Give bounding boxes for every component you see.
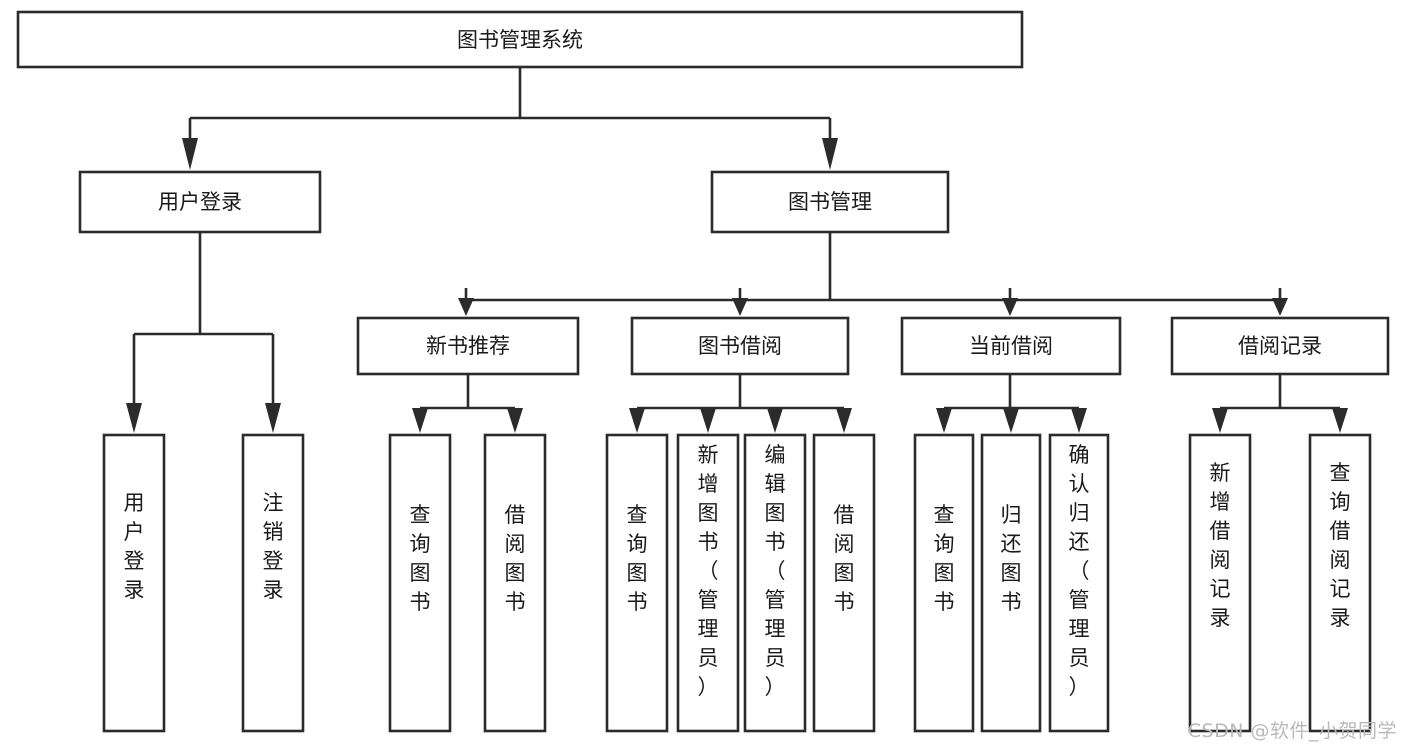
arrow-head-leaf-user-login — [126, 403, 142, 433]
node-leaf-add-book-label: 新增图书（管理员） — [698, 443, 719, 699]
node-leaf-user-login-label: 用户登录 — [124, 491, 145, 602]
node-leaf-confirm-return[interactable]: 确认归还（管理员） — [1048, 433, 1110, 733]
node-leaf-borrow-book-1[interactable]: 借阅图书 — [483, 433, 547, 733]
node-borrow-record-box[interactable] — [1170, 316, 1390, 376]
node-leaf-borrow-book-2[interactable]: 借阅图书 — [812, 433, 876, 733]
arrow-head-borrow-record — [1272, 298, 1288, 316]
arrow-head-user-login — [182, 138, 198, 170]
node-current-borrow-box[interactable] — [900, 316, 1122, 376]
connectors-layer — [126, 67, 1348, 433]
node-leaf-edit-book[interactable]: 编辑图书（管理员） — [743, 433, 807, 733]
node-new-book-recommend-box[interactable] — [356, 316, 580, 376]
arrow-head-leaf-return-book — [1003, 408, 1019, 433]
node-leaf-add-record[interactable]: 新增借阅记录 — [1188, 433, 1252, 733]
node-book-manage-box[interactable] — [710, 170, 950, 234]
node-leaf-user-logout-box[interactable] — [241, 433, 305, 733]
node-borrow-record-label: 借阅记录 — [1238, 334, 1322, 358]
node-leaf-user-login[interactable]: 用户登录 — [102, 433, 166, 733]
node-leaf-user-logout-label: 注销登录 — [263, 491, 284, 602]
node-leaf-borrow-book-1-box[interactable] — [483, 433, 547, 733]
arrow-head-book-borrow — [732, 298, 748, 316]
node-leaf-add-record-label: 新增借阅记录 — [1210, 461, 1231, 630]
node-leaf-add-book[interactable]: 新增图书（管理员） — [676, 433, 740, 733]
node-leaf-query-record-box[interactable] — [1308, 433, 1372, 733]
node-leaf-edit-book-box[interactable] — [743, 433, 807, 733]
node-leaf-query-book-2-box[interactable] — [605, 433, 669, 733]
node-leaf-return-book[interactable]: 归还图书 — [980, 433, 1042, 733]
node-leaf-query-book-3-box[interactable] — [913, 433, 975, 733]
arrow-head-leaf-borrow-book-2 — [836, 408, 852, 433]
node-book-manage-label: 图书管理 — [788, 190, 872, 214]
node-new-book-recommend[interactable]: 新书推荐 — [356, 316, 580, 376]
node-root-box[interactable] — [16, 10, 1024, 69]
node-current-borrow[interactable]: 当前借阅 — [900, 316, 1122, 376]
node-leaf-confirm-return-box[interactable] — [1048, 433, 1110, 733]
arrow-head-leaf-edit-book — [767, 408, 783, 433]
node-leaf-return-book-box[interactable] — [980, 433, 1042, 733]
node-leaf-borrow-book-2-label: 借阅图书 — [834, 503, 855, 614]
node-leaf-user-logout[interactable]: 注销登录 — [241, 433, 305, 733]
arrow-head-leaf-query-record — [1332, 408, 1348, 433]
node-leaf-query-book-3[interactable]: 查询图书 — [913, 433, 975, 733]
node-book-borrow[interactable]: 图书借阅 — [630, 316, 850, 376]
node-root[interactable]: 图书管理系统 — [16, 10, 1024, 69]
node-leaf-query-book-2[interactable]: 查询图书 — [605, 433, 669, 733]
node-leaf-query-book-1[interactable]: 查询图书 — [388, 433, 452, 733]
node-leaf-query-record-label: 查询借阅记录 — [1330, 461, 1351, 630]
arrow-head-book-manage — [822, 138, 838, 170]
node-leaf-edit-book-label: 编辑图书（管理员） — [765, 443, 786, 699]
arrow-head-leaf-confirm-return — [1071, 408, 1087, 433]
node-user-login-label: 用户登录 — [158, 190, 242, 214]
arrow-head-current-borrow — [1002, 298, 1018, 316]
arrow-head-leaf-query-book-2 — [629, 408, 645, 433]
node-leaf-borrow-book-1-label: 借阅图书 — [505, 503, 526, 614]
node-leaf-confirm-return-label: 确认归还（管理员） — [1069, 443, 1090, 699]
arrow-head-leaf-query-book-3 — [936, 408, 952, 433]
node-leaf-borrow-book-2-box[interactable] — [812, 433, 876, 733]
node-book-manage[interactable]: 图书管理 — [710, 170, 950, 234]
node-leaf-query-record[interactable]: 查询借阅记录 — [1308, 433, 1372, 733]
node-current-borrow-label: 当前借阅 — [969, 334, 1053, 358]
arrow-head-leaf-borrow-book-1 — [507, 408, 523, 433]
node-new-book-recommend-label: 新书推荐 — [426, 334, 510, 358]
node-leaf-query-book-2-label: 查询图书 — [627, 503, 648, 614]
node-borrow-record[interactable]: 借阅记录 — [1170, 316, 1390, 376]
node-leaf-query-book-1-label: 查询图书 — [410, 503, 431, 614]
node-leaf-return-book-label: 归还图书 — [1001, 503, 1022, 614]
node-user-login-box[interactable] — [78, 170, 322, 234]
csdn-watermark: CSDN @软件_小贺同学 — [1187, 720, 1397, 742]
arrow-head-leaf-add-book — [700, 408, 716, 433]
arrow-head-leaf-add-record — [1212, 408, 1228, 433]
node-root-label: 图书管理系统 — [457, 28, 583, 52]
node-book-borrow-label: 图书借阅 — [698, 334, 782, 358]
arrow-head-new-book-recommend — [458, 298, 474, 316]
node-leaf-add-book-box[interactable] — [676, 433, 740, 733]
node-leaf-query-book-1-box[interactable] — [388, 433, 452, 733]
node-leaf-user-login-box[interactable] — [102, 433, 166, 733]
node-leaf-query-book-3-label: 查询图书 — [934, 503, 955, 614]
node-leaf-add-record-box[interactable] — [1188, 433, 1252, 733]
node-user-login[interactable]: 用户登录 — [78, 170, 322, 234]
node-book-borrow-box[interactable] — [630, 316, 850, 376]
arrow-head-leaf-user-logout — [265, 403, 281, 433]
arrow-head-leaf-query-book-1 — [412, 408, 428, 433]
